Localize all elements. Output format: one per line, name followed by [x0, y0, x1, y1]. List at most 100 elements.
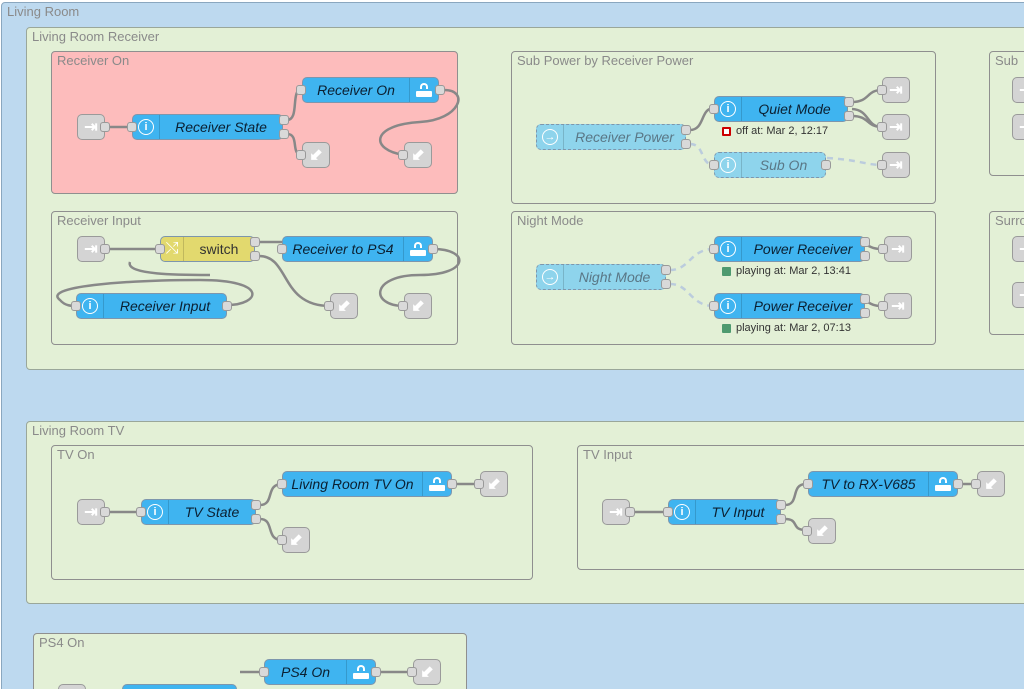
status-text: playing at: Mar 2, 07:13 — [736, 322, 851, 334]
node-tv-input[interactable]: i TV Input — [668, 499, 781, 525]
node-tv-state[interactable]: i TV State — [141, 499, 256, 525]
group-night-mode[interactable]: Night Mode — [511, 211, 936, 345]
input-port[interactable] — [155, 244, 165, 254]
link-node-partial[interactable] — [1012, 114, 1024, 140]
input-port[interactable] — [71, 301, 81, 311]
input-port[interactable] — [127, 122, 137, 132]
input-port[interactable] — [474, 479, 484, 489]
input-port[interactable] — [709, 301, 719, 311]
node-receiver-power[interactable]: → Receiver Power — [536, 124, 686, 150]
input-port[interactable] — [277, 244, 287, 254]
link-in-node[interactable] — [58, 684, 86, 689]
group-surround-partial[interactable]: Surro — [989, 211, 1024, 335]
output-port[interactable] — [447, 479, 457, 489]
node-receiver-input[interactable]: i Receiver Input — [76, 293, 227, 319]
link-out-node[interactable] — [884, 293, 912, 319]
link-out-node[interactable] — [480, 471, 508, 497]
output-port[interactable] — [681, 139, 691, 149]
input-port[interactable] — [971, 479, 981, 489]
node-receiver-state[interactable]: i Receiver State — [132, 114, 283, 140]
output-port[interactable] — [821, 160, 831, 170]
input-port[interactable] — [802, 526, 812, 536]
output-port[interactable] — [100, 507, 110, 517]
output-port[interactable] — [860, 308, 870, 318]
output-port[interactable] — [251, 514, 261, 524]
node-label: TV State — [184, 504, 240, 520]
link-node-partial[interactable] — [1012, 282, 1024, 308]
link-out-node[interactable] — [977, 471, 1005, 497]
link-out-node[interactable] — [884, 236, 912, 262]
output-port[interactable] — [371, 667, 381, 677]
output-port[interactable] — [776, 500, 786, 510]
input-port[interactable] — [877, 122, 887, 132]
node-sub-on[interactable]: i Sub On — [714, 152, 826, 178]
output-port[interactable] — [251, 500, 261, 510]
group-tv-input[interactable]: TV Input — [577, 445, 1024, 570]
node-night-mode[interactable]: → Night Mode — [536, 264, 666, 290]
input-port[interactable] — [277, 535, 287, 545]
link-node-partial[interactable] — [1012, 236, 1024, 262]
node-power-receiver-1[interactable]: i Power Receiver — [714, 236, 865, 262]
node-tv-to-rx[interactable]: TV to RX-V685 — [808, 471, 958, 497]
node-partial[interactable] — [122, 684, 237, 689]
input-port[interactable] — [277, 479, 287, 489]
input-port[interactable] — [877, 160, 887, 170]
node-power-receiver-2[interactable]: i Power Receiver — [714, 293, 865, 319]
node-living-room-tv-on[interactable]: Living Room TV On — [282, 471, 452, 497]
output-port[interactable] — [681, 125, 691, 135]
input-port[interactable] — [709, 104, 719, 114]
input-port[interactable] — [709, 160, 719, 170]
input-port[interactable] — [803, 479, 813, 489]
input-port[interactable] — [878, 244, 888, 254]
link-out-node[interactable] — [330, 293, 358, 319]
link-out-node[interactable] — [404, 293, 432, 319]
input-port[interactable] — [398, 150, 408, 160]
output-port[interactable] — [279, 115, 289, 125]
input-port[interactable] — [877, 85, 887, 95]
output-port[interactable] — [625, 507, 635, 517]
group-ps4-on[interactable]: PS4 On — [33, 633, 467, 689]
node-quiet-mode[interactable]: i Quiet Mode — [714, 96, 848, 122]
node-receiver-on[interactable]: Receiver On — [302, 77, 439, 103]
output-port[interactable] — [844, 97, 854, 107]
link-out-node[interactable] — [808, 518, 836, 544]
output-port[interactable] — [661, 279, 671, 289]
node-switch[interactable]: ⤭ switch — [160, 236, 255, 262]
input-port[interactable] — [398, 301, 408, 311]
input-port[interactable] — [296, 150, 306, 160]
node-receiver-to-ps4[interactable]: Receiver to PS4 — [282, 236, 433, 262]
node-label: Receiver Power — [575, 129, 674, 145]
output-port[interactable] — [435, 85, 445, 95]
input-port[interactable] — [324, 301, 334, 311]
input-port[interactable] — [259, 667, 269, 677]
output-port[interactable] — [250, 237, 260, 247]
input-port[interactable] — [663, 507, 673, 517]
group-label: Sub — [995, 53, 1019, 68]
output-port[interactable] — [860, 294, 870, 304]
input-port[interactable] — [407, 667, 417, 677]
input-port[interactable] — [296, 85, 306, 95]
node-ps4-on[interactable]: PS4 On — [264, 659, 376, 685]
input-port[interactable] — [709, 244, 719, 254]
output-port[interactable] — [860, 237, 870, 247]
group-receiver-input[interactable]: Receiver Input — [51, 211, 458, 345]
output-port[interactable] — [250, 251, 260, 261]
output-port[interactable] — [100, 122, 110, 132]
output-port[interactable] — [776, 514, 786, 524]
link-out-node[interactable] — [413, 659, 441, 685]
output-port[interactable] — [953, 479, 963, 489]
output-port[interactable] — [661, 265, 671, 275]
output-port[interactable] — [222, 301, 232, 311]
output-port[interactable] — [428, 244, 438, 254]
link-out-node[interactable] — [404, 142, 432, 168]
input-port[interactable] — [878, 301, 888, 311]
router-icon — [928, 472, 957, 496]
link-node-partial[interactable] — [1012, 77, 1024, 103]
output-port[interactable] — [279, 129, 289, 139]
link-out-node[interactable] — [302, 142, 330, 168]
output-port[interactable] — [844, 111, 854, 121]
input-port[interactable] — [136, 507, 146, 517]
output-port[interactable] — [100, 244, 110, 254]
output-port[interactable] — [860, 251, 870, 261]
